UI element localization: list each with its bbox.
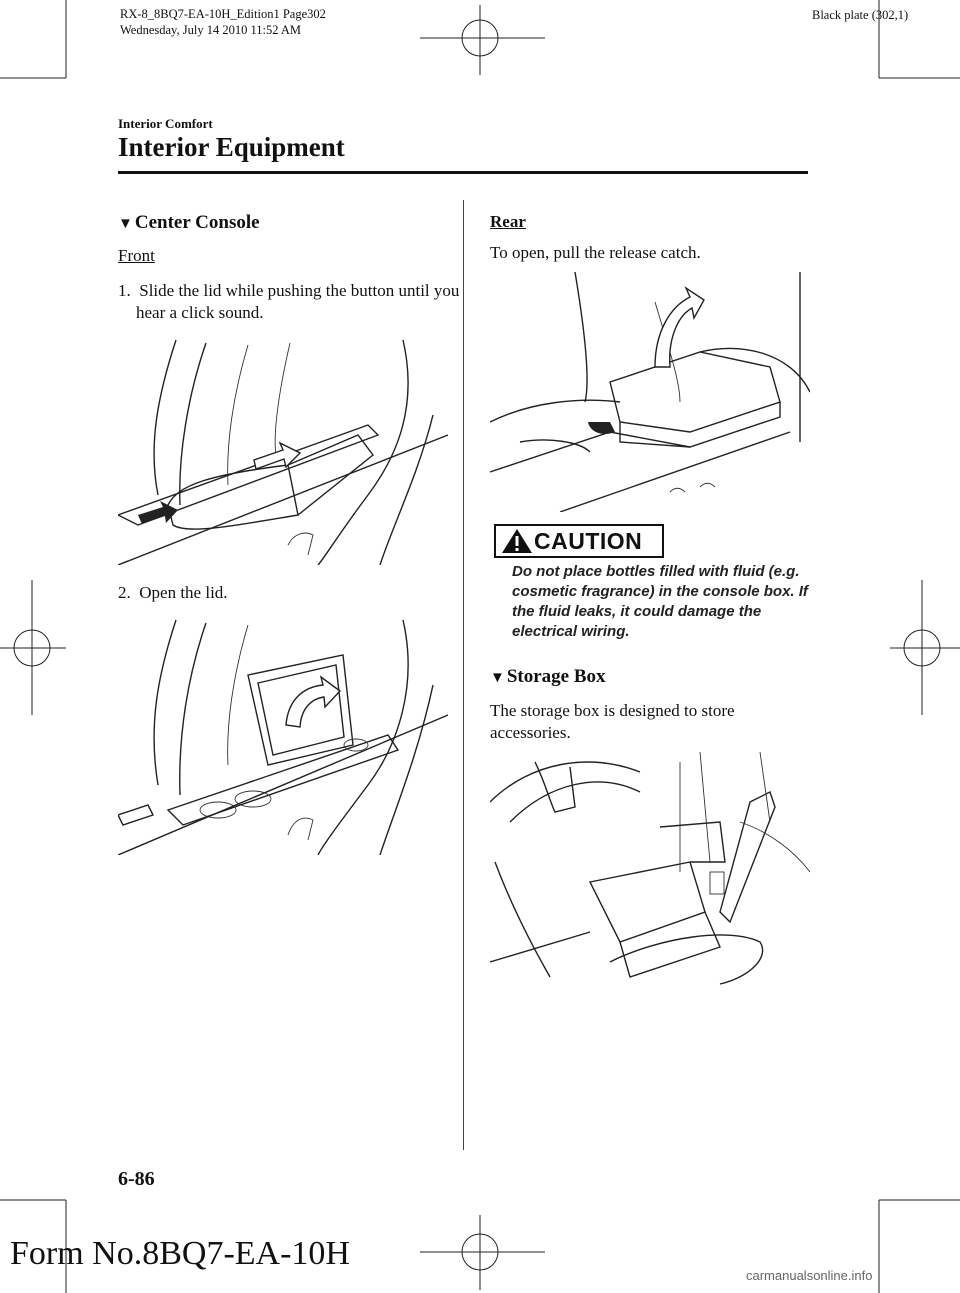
black-plate-label: Black plate (302,1)	[812, 8, 909, 22]
front-label: Front	[118, 246, 155, 265]
step-2: 2. Open the lid.	[118, 583, 228, 602]
rear-label: Rear	[490, 212, 526, 231]
rear-instruction: To open, pull the release catch.	[490, 243, 701, 262]
print-timestamp: Wednesday, July 14 2010 11:52 AM	[120, 23, 302, 37]
triangle-bullet-icon: ▼	[490, 670, 505, 686]
form-number: Form No.8BQ7-EA-10H	[10, 1235, 350, 1272]
storage-box-description: The storage box is designed to store acc…	[490, 701, 735, 742]
page-number: 6-86	[118, 1168, 155, 1190]
print-filename: RX-8_8BQ7-EA-10H_Edition1 Page302	[120, 7, 326, 21]
page-title: Interior Equipment	[118, 132, 345, 162]
watermark: carmanualsonline.info	[746, 1268, 873, 1283]
print-metadata: RX-8_8BQ7-EA-10H_Edition1 Page302 Wednes…	[120, 6, 326, 38]
column-divider	[463, 200, 464, 1150]
caution-badge: CAUTION	[494, 524, 664, 558]
caution-text: Do not place bottles filled with fluid (…	[512, 563, 808, 640]
section-category: Interior Comfort	[118, 116, 213, 131]
front-console-slide-illustration	[118, 339, 448, 565]
caution-label: CAUTION	[534, 527, 643, 554]
title-rule	[118, 171, 808, 174]
warning-triangle-icon	[502, 529, 532, 553]
storage-box-heading: ▼Storage Box	[490, 666, 606, 687]
step-1: 1. Slide the lid while pushing the butto…	[118, 281, 460, 322]
center-console-heading: ▼Center Console	[118, 212, 260, 233]
triangle-bullet-icon: ▼	[118, 216, 133, 232]
rear-console-illustration	[490, 272, 810, 512]
storage-box-illustration	[490, 752, 810, 985]
front-console-open-illustration	[118, 619, 448, 855]
